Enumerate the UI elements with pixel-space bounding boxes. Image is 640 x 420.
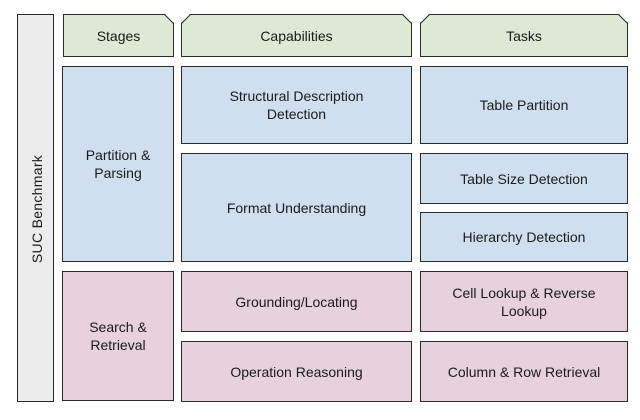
benchmark-bar: SUC Benchmark [17, 14, 54, 402]
task-cell-lookup: Cell Lookup & Reverse Lookup [420, 271, 628, 332]
header-capabilities: Capabilities [181, 14, 412, 57]
capability-format-understanding: Format Understanding [181, 153, 412, 262]
task-cell-lookup-label: Cell Lookup & Reverse Lookup [452, 284, 596, 319]
task-table-partition: Table Partition [420, 66, 628, 144]
capability-structural-label: Structural Description Detection [229, 88, 364, 122]
stage-partition-parsing: Partition & Parsing [62, 66, 174, 262]
task-column-row-retrieval: Column & Row Retrieval [420, 341, 628, 402]
header-tasks: Tasks [420, 14, 628, 57]
header-stages: Stages [63, 14, 174, 57]
stage-partition-label: Partition & Parsing [85, 147, 151, 181]
task-hierarchy-detection: Hierarchy Detection [420, 212, 628, 262]
stage-search-retrieval: Search & Retrieval [62, 271, 174, 401]
capability-operation-reasoning: Operation Reasoning [181, 341, 412, 402]
stage-search-label: Search & Retrieval [89, 319, 147, 353]
benchmark-label: SUC Benchmark [28, 154, 45, 264]
task-table-size-detection: Table Size Detection [420, 153, 628, 204]
capability-grounding-locating: Grounding/Locating [181, 271, 412, 332]
capability-structural-description: Structural Description Detection [181, 66, 412, 144]
